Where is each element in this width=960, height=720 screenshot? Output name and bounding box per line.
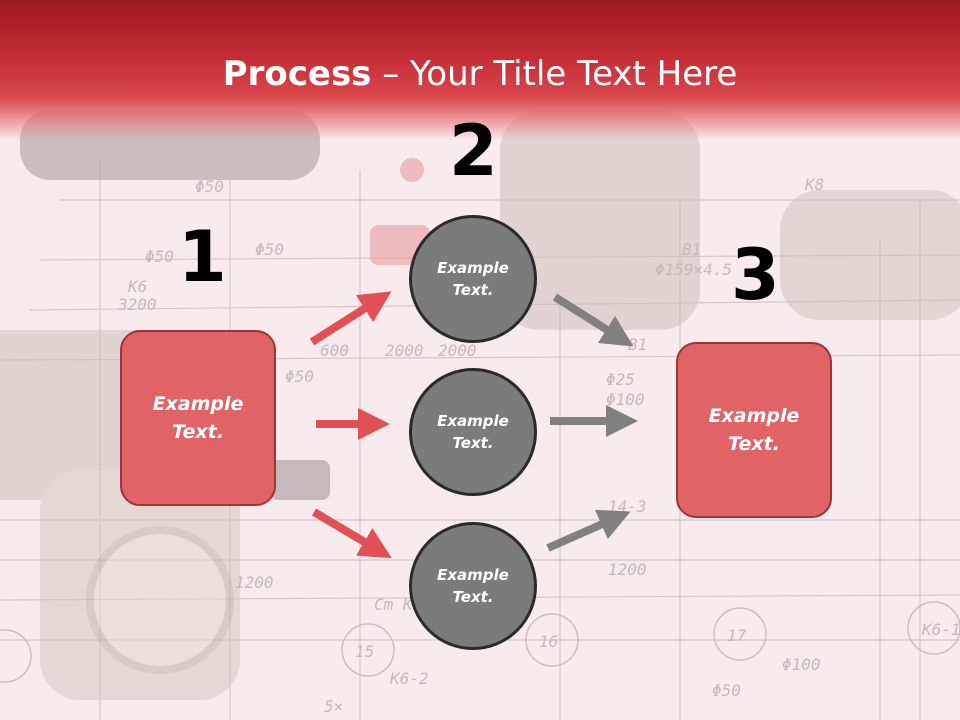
title-bold: Process bbox=[222, 54, 372, 94]
blueprint-label: Φ50 bbox=[712, 681, 741, 700]
blueprint-label: 2000 bbox=[385, 341, 424, 360]
blueprint-label: Φ50 bbox=[145, 247, 174, 266]
step-1-text-line2: Text. bbox=[172, 421, 224, 443]
arrow-to-circle-1 bbox=[309, 291, 392, 346]
blueprint-label: Φ100 bbox=[782, 655, 821, 674]
blueprint-label: 2000 bbox=[438, 341, 477, 360]
blueprint-label: Φ159×4.5 bbox=[655, 260, 732, 279]
arrow-from-circle-1 bbox=[552, 293, 634, 347]
slide-title: Process – Your Title Text Here bbox=[0, 54, 960, 94]
blueprint-label: 1200 bbox=[608, 560, 647, 579]
blueprint-label: 16 bbox=[539, 632, 558, 651]
step-number-1: 1 bbox=[178, 216, 227, 298]
arrow-from-circle-3 bbox=[546, 509, 631, 552]
circle-1-text-line1: Example bbox=[437, 258, 509, 277]
blueprint-label: K8 bbox=[804, 175, 824, 194]
circle-3-text-line2: Text. bbox=[452, 588, 494, 606]
blueprint-label: K6-2 bbox=[389, 669, 429, 688]
blueprint-label: 1200 bbox=[235, 573, 274, 592]
blueprint-label: B1 bbox=[682, 240, 701, 259]
blueprint-label: Φ25 bbox=[606, 370, 635, 389]
arrow-to-circle-3 bbox=[311, 508, 392, 559]
blueprint-label: Φ50 bbox=[285, 367, 314, 386]
blueprint-label: Φ100 bbox=[606, 390, 645, 409]
blueprint-label: K6 bbox=[127, 277, 147, 296]
blueprint-label: 5× bbox=[324, 697, 343, 716]
blueprint-label: 15 bbox=[355, 642, 374, 661]
blueprint-label: K6-1 bbox=[921, 620, 960, 639]
blueprint-label: 600 bbox=[320, 341, 349, 360]
circle-2-text-line1: Example bbox=[437, 411, 509, 430]
blueprint-label: 17 bbox=[727, 626, 747, 645]
circle-3-text-line1: Example bbox=[437, 565, 509, 584]
circle-1-text-line2: Text. bbox=[452, 281, 494, 299]
title-rest: – Your Title Text Here bbox=[371, 54, 738, 94]
blueprint-label: Φ50 bbox=[195, 177, 224, 196]
circle-2-text-line2: Text. bbox=[452, 434, 494, 452]
step-1-text-line1: Example bbox=[152, 392, 244, 415]
step-number-2: 2 bbox=[449, 110, 498, 192]
step-3-text-line1: Example bbox=[708, 404, 800, 427]
step-number-3: 3 bbox=[731, 234, 780, 316]
blueprint-label: 3200 bbox=[117, 295, 157, 314]
title-bar bbox=[0, 0, 960, 140]
step-3-text-line2: Text. bbox=[728, 433, 780, 455]
blueprint-label: Φ50 bbox=[255, 240, 284, 259]
